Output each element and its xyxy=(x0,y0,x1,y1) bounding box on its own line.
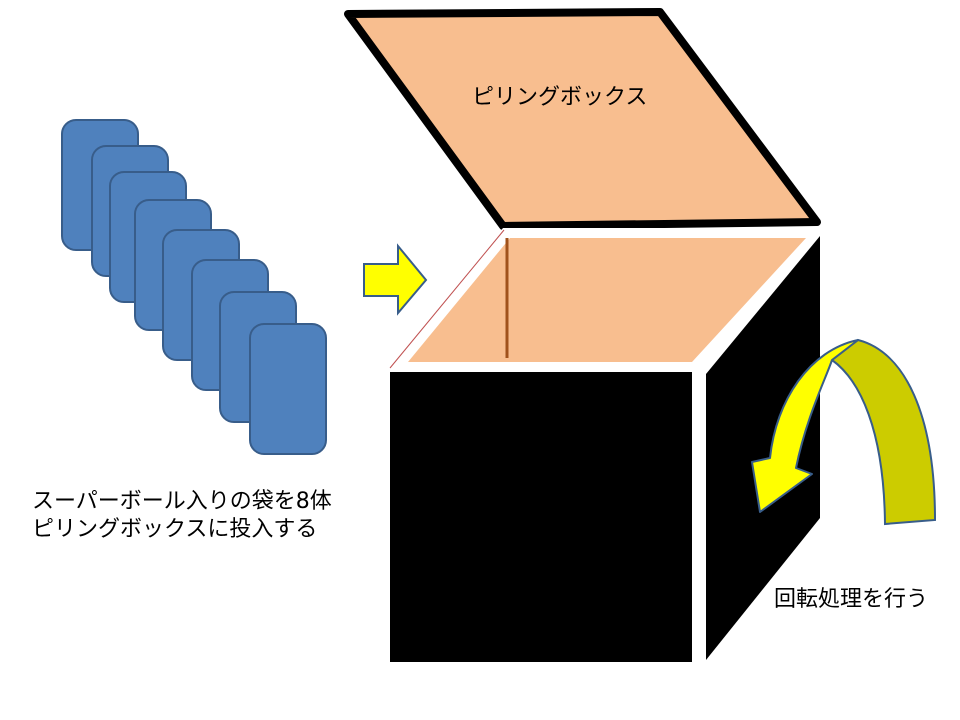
rotation-label: 回転処理を行う xyxy=(774,587,929,612)
instruction-line-2: ピリングボックスに投入する xyxy=(32,516,318,542)
box-edge-highlight xyxy=(692,370,706,662)
right-arrow-icon xyxy=(363,243,428,316)
instruction-text: スーパーボール入りの袋を8体 ピリングボックスに投入する xyxy=(32,488,332,543)
box-lid xyxy=(344,8,821,230)
curved-arrow-icon xyxy=(830,338,937,526)
box-right-side xyxy=(706,236,820,660)
bag-8 xyxy=(249,323,327,455)
instruction-line-1: スーパーボール入りの袋を8体 xyxy=(32,489,332,514)
bag-stack xyxy=(61,119,327,455)
curved-arrow-head xyxy=(751,339,859,513)
box-lid-label: ピリングボックス xyxy=(472,85,648,110)
box-opening-edge xyxy=(389,229,505,369)
box-front-face xyxy=(390,372,692,662)
